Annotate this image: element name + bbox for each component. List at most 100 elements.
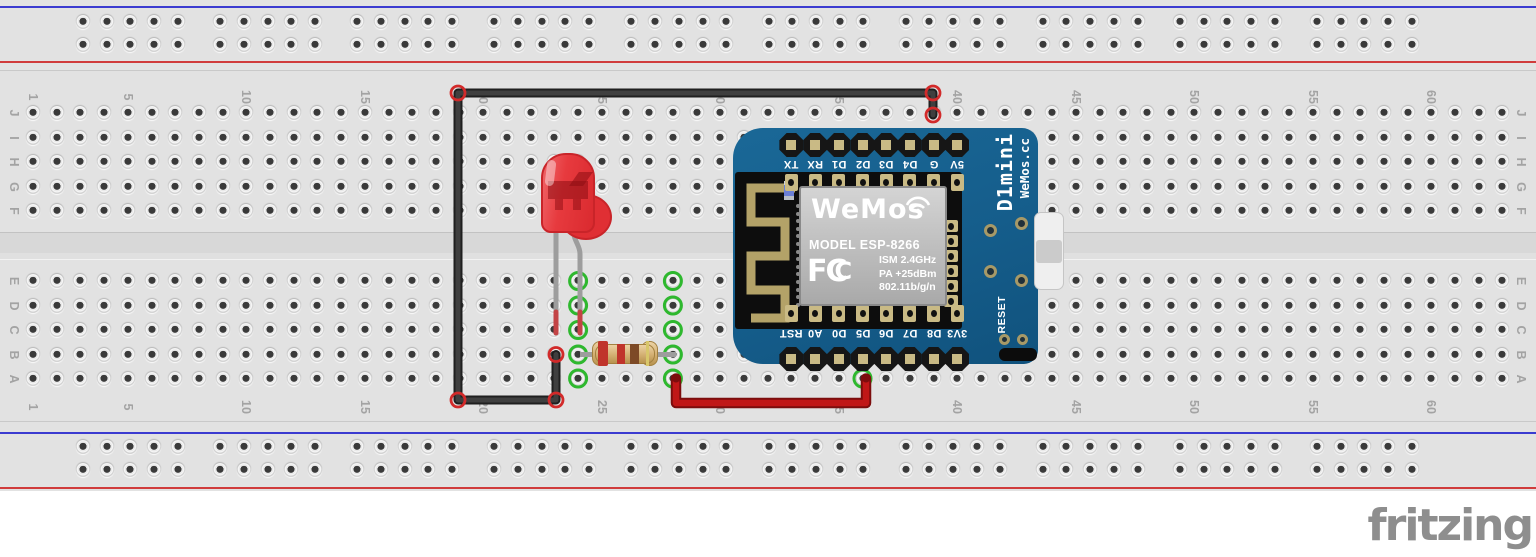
breadboard-hole[interactable] [286, 371, 301, 386]
breadboard-hole[interactable] [215, 179, 230, 194]
breadboard-hole[interactable] [671, 463, 686, 477]
breadboard-hole[interactable] [284, 463, 299, 477]
breadboard-hole[interactable] [428, 298, 443, 313]
breadboard-hole[interactable] [1234, 179, 1249, 194]
breadboard-hole[interactable] [713, 347, 728, 362]
breadboard-hole[interactable] [334, 371, 349, 386]
breadboard-hole[interactable] [760, 106, 775, 120]
breadboard-hole[interactable] [642, 323, 657, 337]
breadboard-hole[interactable] [381, 323, 396, 337]
breadboard-hole[interactable] [381, 274, 396, 288]
breadboard-hole[interactable] [1068, 155, 1083, 169]
breadboard-hole[interactable] [1092, 274, 1107, 288]
breadboard-hole[interactable] [1116, 130, 1131, 145]
breadboard-hole[interactable] [1163, 347, 1178, 362]
breadboard-hole[interactable] [1083, 15, 1098, 29]
breadboard-hole[interactable] [260, 15, 275, 29]
breadboard-hole[interactable] [144, 371, 159, 386]
breadboard-hole[interactable] [1021, 371, 1036, 386]
breadboard-hole[interactable] [665, 323, 680, 337]
breadboard-hole[interactable] [1258, 323, 1273, 337]
breadboard-hole[interactable] [665, 106, 680, 120]
breadboard-hole[interactable] [689, 155, 704, 169]
breadboard-hole[interactable] [239, 106, 254, 120]
breadboard-hole[interactable] [993, 463, 1008, 477]
breadboard-hole[interactable] [1234, 155, 1249, 169]
breadboard-hole[interactable] [26, 106, 40, 120]
breadboard-hole[interactable] [1333, 440, 1348, 454]
breadboard-hole[interactable] [213, 463, 228, 477]
breadboard-hole[interactable] [286, 106, 301, 120]
breadboard-hole[interactable] [168, 204, 183, 218]
breadboard-hole[interactable] [922, 463, 937, 477]
breadboard-hole[interactable] [1424, 130, 1439, 145]
breadboard-hole[interactable] [373, 463, 388, 477]
breadboard-hole[interactable] [286, 347, 301, 362]
breadboard-hole[interactable] [1130, 440, 1145, 454]
breadboard-hole[interactable] [808, 106, 823, 120]
breadboard-hole[interactable] [1357, 38, 1372, 52]
breadboard-hole[interactable] [1234, 106, 1249, 120]
breadboard-hole[interactable] [523, 274, 538, 288]
breadboard-hole[interactable] [405, 179, 420, 194]
breadboard-hole[interactable] [373, 15, 388, 29]
breadboard-hole[interactable] [1163, 106, 1178, 120]
breadboard-hole[interactable] [263, 274, 277, 288]
breadboard-hole[interactable] [1211, 298, 1225, 313]
breadboard-hole[interactable] [642, 204, 657, 218]
breadboard-hole[interactable] [1187, 371, 1202, 386]
breadboard-hole[interactable] [1116, 179, 1131, 194]
breadboard-hole[interactable] [405, 371, 420, 386]
breadboard-hole[interactable] [1376, 274, 1391, 288]
breadboard-hole[interactable] [1163, 155, 1178, 169]
breadboard-hole[interactable] [1448, 323, 1462, 337]
breadboard-hole[interactable] [97, 347, 112, 362]
breadboard-hole[interactable] [671, 38, 686, 52]
signal-wire-end[interactable] [672, 374, 680, 383]
breadboard-hole[interactable] [286, 155, 301, 169]
breadboard-hole[interactable] [381, 347, 396, 362]
breadboard-hole[interactable] [1309, 463, 1324, 477]
breadboard-hole[interactable] [665, 155, 680, 169]
breadboard-hole[interactable] [500, 130, 514, 145]
breadboard-hole[interactable] [1139, 274, 1154, 288]
breadboard-hole[interactable] [215, 204, 230, 218]
breadboard-hole[interactable] [421, 463, 436, 477]
breadboard-hole[interactable] [310, 298, 325, 313]
breadboard-hole[interactable] [307, 15, 322, 29]
breadboard-hole[interactable] [1400, 204, 1415, 218]
breadboard-hole[interactable] [695, 440, 710, 454]
breadboard-hole[interactable] [500, 347, 514, 362]
breadboard-hole[interactable] [239, 323, 254, 337]
breadboard-hole[interactable] [624, 15, 639, 29]
breadboard-hole[interactable] [946, 15, 960, 29]
breadboard-hole[interactable] [168, 298, 183, 313]
breadboard-hole[interactable] [558, 463, 573, 477]
breadboard-hole[interactable] [191, 155, 206, 169]
breadboard-hole[interactable] [397, 15, 412, 29]
breadboard-hole[interactable] [926, 371, 941, 386]
breadboard-hole[interactable] [120, 130, 135, 145]
breadboard-hole[interactable] [648, 38, 663, 52]
breadboard-hole[interactable] [618, 179, 633, 194]
breadboard-hole[interactable] [73, 106, 88, 120]
breadboard-hole[interactable] [73, 130, 88, 145]
breadboard-hole[interactable] [147, 463, 162, 477]
breadboard-hole[interactable] [689, 130, 704, 145]
breadboard-hole[interactable] [571, 130, 586, 145]
breadboard-hole[interactable] [334, 323, 349, 337]
breadboard-hole[interactable] [49, 106, 64, 120]
breadboard-hole[interactable] [445, 15, 459, 29]
breadboard-hole[interactable] [1163, 179, 1178, 194]
breadboard-hole[interactable] [547, 130, 562, 145]
breadboard-hole[interactable] [263, 155, 277, 169]
breadboard-hole[interactable] [1495, 130, 1510, 145]
breadboard-hole[interactable] [284, 15, 299, 29]
breadboard-hole[interactable] [594, 274, 609, 288]
breadboard-hole[interactable] [500, 323, 514, 337]
breadboard-hole[interactable] [1309, 15, 1324, 29]
breadboard-hole[interactable] [1187, 323, 1202, 337]
breadboard-hole[interactable] [428, 179, 443, 194]
breadboard-hole[interactable] [170, 15, 185, 29]
breadboard-hole[interactable] [144, 179, 159, 194]
